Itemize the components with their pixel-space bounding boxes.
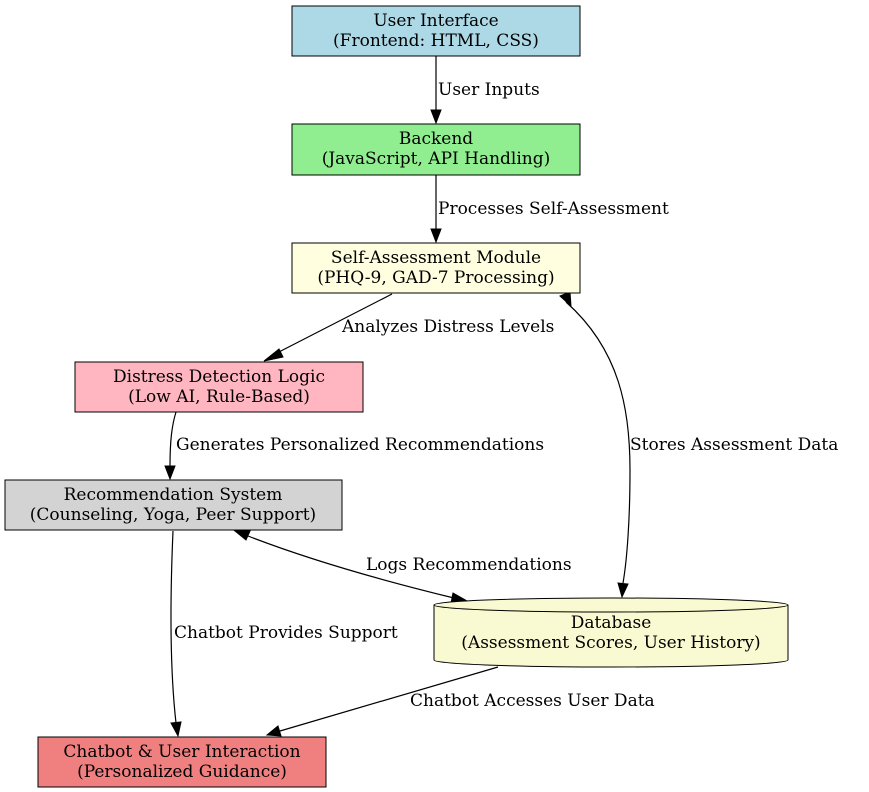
node-self-assessment-module: Self-Assessment Module (PHQ-9, GAD-7 Pro… (291, 242, 581, 294)
node-distress-box (74, 361, 364, 413)
nodes: User Interface (Frontend: HTML, CSS) Bac… (4, 5, 789, 788)
edge-label-user-inputs: User Inputs (438, 80, 540, 100)
node-recommendation-subtitle: (Counseling, Yoga, Peer Support) (30, 505, 316, 525)
edge-stores-assessment-data: Stores Assessment Data (559, 291, 838, 599)
edge-chatbot-provides-support: Chatbot Provides Support (170, 530, 398, 738)
edge-generates-recommendations: Generates Personalized Recommendations (164, 411, 544, 481)
node-database-cylinder (433, 597, 789, 668)
node-database-subtitle: (Assessment Scores, User History) (461, 633, 760, 653)
edge-label-chatbot-access: Chatbot Accesses User Data (410, 691, 655, 711)
node-database-title: Database (571, 613, 652, 633)
edge-label-analyzes: Analyzes Distress Levels (341, 317, 554, 337)
edge-label-chatbot-support: Chatbot Provides Support (174, 623, 398, 643)
node-backend-title: Backend (399, 129, 473, 149)
node-recommendation-title: Recommendation System (64, 485, 283, 505)
edge-label-stores: Stores Assessment Data (630, 435, 838, 455)
node-recommendation-system: Recommendation System (Counseling, Yoga,… (4, 479, 343, 531)
node-self-assessment-box (291, 242, 581, 294)
edge-processes-self-assessment: Processes Self-Assessment (430, 175, 669, 244)
node-user-interface-subtitle: (Frontend: HTML, CSS) (333, 31, 539, 51)
node-backend-box (291, 123, 581, 176)
node-self-assessment-title: Self-Assessment Module (331, 248, 541, 268)
node-database-cylinder-rim (433, 604, 789, 613)
node-chatbot-box (37, 736, 327, 788)
node-user-interface-title: User Interface (373, 11, 498, 31)
node-database: Database (Assessment Scores, User Histor… (433, 597, 789, 668)
edge-label-generates: Generates Personalized Recommendations (176, 435, 544, 455)
node-self-assessment-subtitle: (PHQ-9, GAD-7 Processing) (317, 268, 554, 288)
edges: User Inputs Processes Self-Assessment An… (164, 56, 838, 738)
node-distress-title: Distress Detection Logic (113, 367, 325, 387)
edge-user-inputs: User Inputs (430, 56, 540, 125)
edge-analyzes-distress: Analyzes Distress Levels (263, 293, 554, 362)
node-chatbot-title: Chatbot & User Interaction (63, 742, 300, 762)
node-backend-subtitle: (JavaScript, API Handling) (322, 149, 551, 169)
node-user-interface: User Interface (Frontend: HTML, CSS) (291, 5, 581, 57)
node-chatbot-user-interaction: Chatbot & User Interaction (Personalized… (37, 736, 327, 788)
edge-label-processes: Processes Self-Assessment (438, 199, 669, 219)
node-distress-detection-logic: Distress Detection Logic (Low AI, Rule-B… (74, 361, 364, 413)
edge-chatbot-accesses-user-data: Chatbot Accesses User Data (265, 666, 655, 737)
node-distress-subtitle: (Low AI, Rule-Based) (128, 387, 310, 407)
node-user-interface-box (291, 5, 581, 57)
node-chatbot-subtitle: (Personalized Guidance) (77, 762, 287, 782)
edge-label-logs: Logs Recommendations (366, 555, 572, 575)
node-recommendation-box (4, 479, 343, 531)
node-backend: Backend (JavaScript, API Handling) (291, 123, 581, 176)
edge-logs-recommendations: Logs Recommendations (233, 530, 572, 604)
